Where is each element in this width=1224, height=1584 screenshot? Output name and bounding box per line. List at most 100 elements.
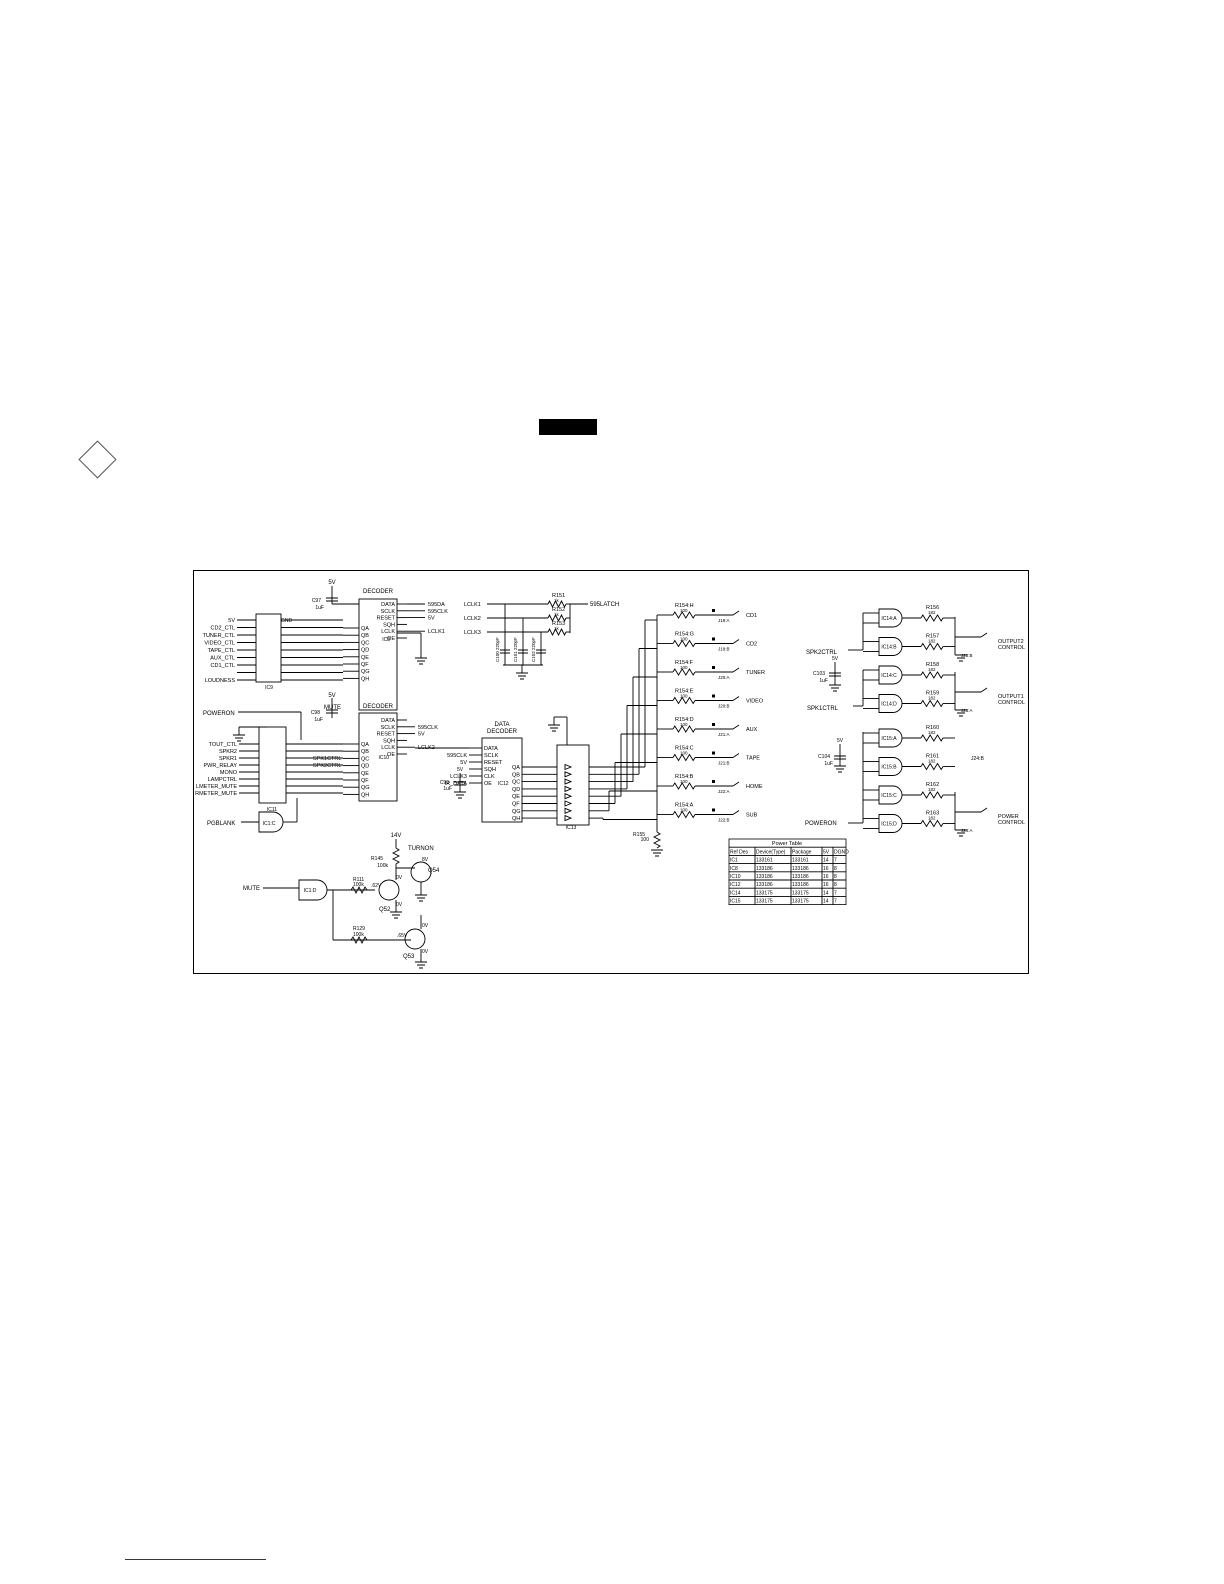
power-table-header: Package bbox=[792, 849, 812, 855]
ic13-buffer bbox=[564, 793, 573, 800]
source-jack bbox=[732, 639, 740, 644]
source-jack-pin bbox=[712, 780, 715, 783]
and-gate bbox=[878, 694, 903, 713]
gate-label: IC14:C bbox=[881, 673, 897, 679]
output-jack-label: J23:A bbox=[961, 708, 973, 713]
ic9-input-label: TUNER_CTL bbox=[203, 633, 235, 639]
c99-ref: C99 bbox=[440, 780, 449, 786]
power-table-header: 5V bbox=[823, 849, 830, 855]
source-jack-label: J21:B bbox=[718, 761, 730, 766]
resistor bbox=[672, 753, 696, 762]
ic13-box bbox=[556, 744, 590, 826]
c103-supply: 5V bbox=[832, 656, 839, 662]
supply-14v: 14V bbox=[391, 833, 402, 839]
ic11-input-label: MONO bbox=[220, 770, 238, 776]
decoder1-ic: IC8 bbox=[382, 637, 390, 643]
c98-val: 1uF bbox=[314, 717, 323, 723]
lclk-res-ref: R151 bbox=[552, 593, 565, 599]
ic11-input-label: PWR_RELAY bbox=[203, 763, 237, 769]
source-label: CD1 bbox=[746, 613, 757, 619]
power-table-cell: 16 bbox=[823, 866, 829, 872]
ground-icon bbox=[955, 829, 967, 837]
resistor bbox=[920, 762, 944, 771]
ic11-input-label: SPKR2 bbox=[219, 749, 237, 755]
power-table-cell: 8 bbox=[834, 882, 837, 888]
decoder-q-label: QH bbox=[361, 792, 369, 798]
decoder-q-label: QC bbox=[361, 640, 369, 646]
c104-val: 1uF bbox=[824, 761, 833, 767]
source-jack bbox=[732, 610, 740, 616]
resistor bbox=[920, 614, 944, 622]
resistor bbox=[547, 627, 567, 637]
ic13-label: IC13 bbox=[566, 825, 577, 831]
power-table-cell: 133186 bbox=[756, 882, 773, 888]
source-label: TUNER bbox=[746, 670, 765, 676]
ground-icon bbox=[955, 709, 967, 717]
power-table-cell: IC1 bbox=[730, 858, 738, 864]
source-res-ref: R154:H bbox=[675, 603, 694, 609]
resistor bbox=[920, 819, 944, 828]
poweron-left: POWERON bbox=[203, 711, 235, 717]
source-jack-pin bbox=[712, 694, 715, 698]
gate-label: IC14:A bbox=[881, 616, 897, 622]
output-label2: CONTROL bbox=[998, 820, 1025, 826]
r155-val: 100 bbox=[641, 837, 650, 843]
decoder-q-label: QH bbox=[361, 676, 369, 682]
resistor bbox=[920, 699, 944, 708]
decoder1-box bbox=[358, 598, 398, 711]
power-table-cell: 7 bbox=[834, 858, 837, 864]
source-jack-label: J19:A bbox=[718, 618, 730, 623]
gate-res-ref: R160 bbox=[926, 725, 939, 731]
output-jack bbox=[980, 807, 988, 813]
resistor bbox=[547, 613, 567, 623]
source-res-val: 100 bbox=[680, 608, 688, 613]
c97-supply: 5V bbox=[328, 580, 335, 586]
gate-label: IC14:D bbox=[881, 702, 897, 708]
gate-res-ref: R157 bbox=[926, 634, 939, 640]
source-jack-pin bbox=[712, 609, 715, 612]
power-table-cell: 7 bbox=[834, 890, 837, 896]
pgblank-label: PGBLANK bbox=[207, 821, 235, 827]
lclk-res-val: 1k bbox=[554, 598, 560, 603]
decoder-q-label: QG bbox=[361, 669, 370, 675]
source-label: CD2 bbox=[746, 642, 757, 648]
q53-vc: 0V bbox=[422, 923, 429, 929]
c97-val: 1uF bbox=[315, 605, 324, 611]
dd-q-label: QE bbox=[512, 794, 520, 800]
source-jack bbox=[732, 810, 740, 815]
lclk-input-label: LCLK2 bbox=[464, 616, 481, 622]
lclk-input-label: LCLK1 bbox=[464, 602, 481, 608]
power-table-cell: 133175 bbox=[792, 899, 809, 905]
output-jack-label: J23:B bbox=[961, 653, 973, 658]
r111-val: 100k bbox=[353, 882, 364, 888]
resistor bbox=[672, 810, 696, 819]
ic13-buffer bbox=[564, 785, 573, 793]
ic1c-gate bbox=[258, 811, 284, 833]
decoder2-box bbox=[358, 712, 398, 802]
output-jack-label: J24:A bbox=[961, 828, 973, 833]
power-table-cell: 7 bbox=[834, 899, 837, 905]
power-table-cell: 16 bbox=[823, 882, 829, 888]
r111-ref: R111 bbox=[353, 877, 364, 883]
power-table-cell: 8 bbox=[834, 866, 837, 872]
and-gate bbox=[878, 637, 903, 656]
lclk-res-ref: R153 bbox=[552, 621, 565, 627]
source-jack-pin bbox=[712, 723, 715, 726]
power-table-cell: IC10 bbox=[730, 874, 741, 880]
dd-q-label: QF bbox=[512, 802, 520, 808]
lclk-cap bbox=[536, 649, 546, 654]
gate-res-ref: R159 bbox=[926, 691, 939, 697]
gate-res-ref: R158 bbox=[926, 662, 939, 668]
source-jack bbox=[732, 753, 740, 758]
resistor bbox=[920, 734, 944, 742]
latch-label: 595LATCH bbox=[590, 602, 619, 608]
source-res-val: 100 bbox=[680, 665, 688, 670]
source-jack-label: J22:A bbox=[718, 789, 730, 794]
decoder-q-label: QD bbox=[361, 648, 369, 654]
decoder2-ic: IC10 bbox=[378, 755, 389, 761]
r145-val: 100k bbox=[377, 863, 388, 869]
source-jack bbox=[732, 724, 740, 730]
and-gate bbox=[878, 608, 903, 628]
power-table-cell: 133186 bbox=[792, 866, 809, 872]
lclk-cap-label: C100 220pF bbox=[495, 637, 500, 662]
